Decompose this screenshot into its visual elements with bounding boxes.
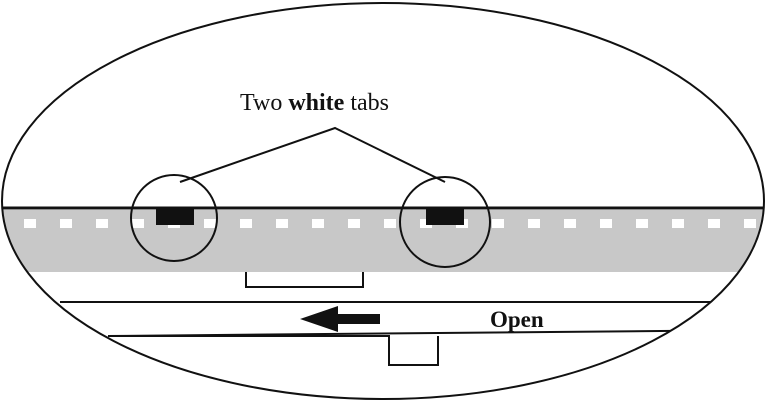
dash-mark: [600, 219, 612, 228]
callout-label: Two white tabs: [240, 90, 389, 116]
dash-mark: [492, 219, 504, 228]
dash-mark: [708, 219, 720, 228]
dash-mark: [564, 219, 576, 228]
dashed-line: [24, 219, 756, 228]
dash-mark: [636, 219, 648, 228]
bottom-foot: [108, 335, 439, 366]
dash-mark: [96, 219, 108, 228]
dash-mark: [24, 219, 36, 228]
callout-prefix: Two: [240, 90, 288, 116]
gray-band: [2, 210, 764, 272]
dash-mark: [132, 219, 144, 228]
tab-right: [426, 209, 464, 225]
tab-circle-right: [399, 176, 491, 268]
open-label: Open: [490, 307, 544, 332]
dash-mark: [276, 219, 288, 228]
dash-mark: [348, 219, 360, 228]
callout-emphasis: white: [288, 90, 344, 116]
tab-circle-left: [130, 174, 218, 262]
dash-mark: [744, 219, 756, 228]
callout-suffix: tabs: [344, 90, 389, 116]
dash-mark: [60, 219, 72, 228]
clipped-content: [2, 206, 764, 366]
callout-lines: [179, 126, 446, 183]
left-arrow-icon: [300, 306, 380, 332]
dash-mark: [312, 219, 324, 228]
tab-left: [156, 209, 194, 225]
dash-mark: [672, 219, 684, 228]
dash-mark: [384, 219, 396, 228]
dash-mark: [240, 219, 252, 228]
lower-notch: [245, 272, 364, 288]
dash-mark: [528, 219, 540, 228]
dash-mark: [204, 219, 216, 228]
